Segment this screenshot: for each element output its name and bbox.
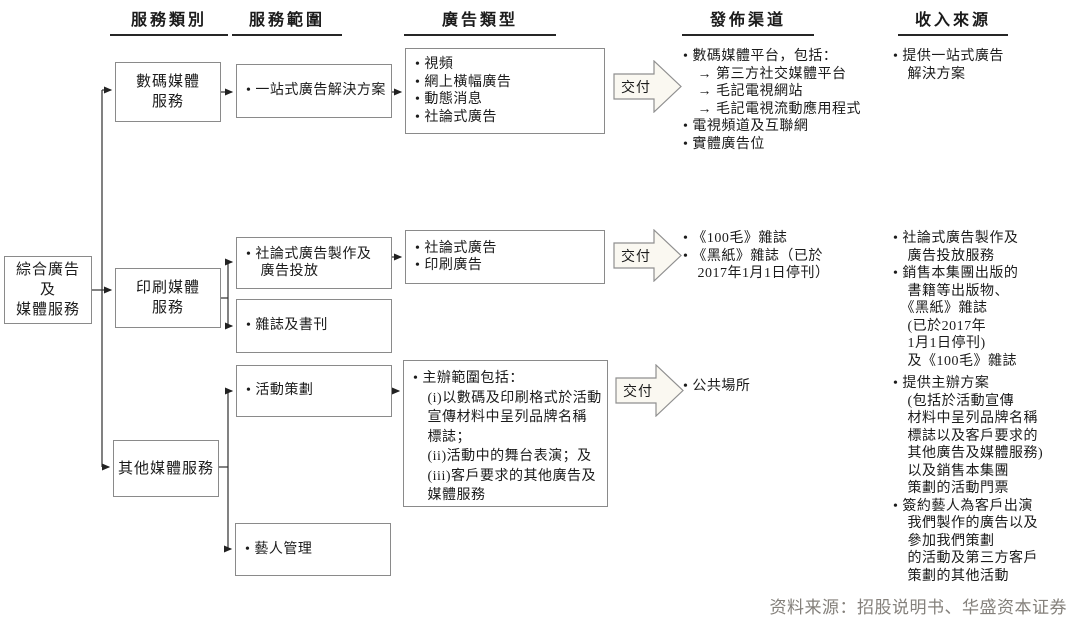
revenue-list-digital: • 提供一站式廣告 解決方案 xyxy=(893,49,1004,82)
column-header-revenue-source: 收入來源 xyxy=(898,6,1008,36)
scope-box-editorial-ad-production: • 社論式廣告製作及 廣告投放 xyxy=(236,237,392,289)
channel-list-events: • 公共場所 xyxy=(683,379,751,394)
source-note: 资料来源：招股说明书、华盛资本证券 xyxy=(769,598,1067,617)
category-box-print-media: 印刷媒體 服務 xyxy=(115,268,221,328)
deliver-arrow-events: 交付 xyxy=(615,363,685,418)
root-box-integrated-ad-media-services: 綜合廣告 及 媒體服務 xyxy=(4,256,92,324)
block-arrow-icon xyxy=(613,59,682,114)
column-header-service-scope: 服務範圍 xyxy=(232,6,342,36)
deliver-label: 交付 xyxy=(621,80,651,96)
revenue-list-print: • 社論式廣告製作及 廣告投放服務 • 銷售本集團出版的 書籍等出版物、 《黑紙… xyxy=(893,231,1019,369)
column-header-ad-type: 廣告類型 xyxy=(404,6,556,36)
adtype-box-events: • 主辦範圍包括： (i)以數碼及印刷格式於活動 宣傳材料中呈列品牌名稱 標誌；… xyxy=(403,360,608,507)
block-arrow-icon xyxy=(615,363,684,418)
block-arrow-icon xyxy=(613,228,682,283)
revenue-list-events: • 提供主辦方案 (包括於活動宣傳 材料中呈列品牌名稱 標誌以及客戶要求的 其他… xyxy=(893,376,1044,584)
adtype-box-print: • 社論式廣告 • 印刷廣告 xyxy=(405,230,605,284)
deliver-label: 交付 xyxy=(621,249,651,265)
deliver-label: 交付 xyxy=(623,384,653,400)
deliver-arrow-digital: 交付 xyxy=(613,59,683,114)
adtype-box-digital: • 視頻 • 網上橫幅廣告 • 動態消息 • 社論式廣告 xyxy=(405,48,605,134)
scope-box-artist-management: • 藝人管理 xyxy=(235,523,391,576)
scope-box-magazines-books: • 雜誌及書刊 xyxy=(236,299,392,353)
category-box-digital-media: 數碼媒體 服務 xyxy=(115,62,221,122)
channel-list-digital: • 數碼媒體平台，包括： → 第三方社交媒體平台 → 毛記電視網站 → 毛記電視… xyxy=(683,49,861,152)
scope-box-one-stop-solution: • 一站式廣告解決方案 xyxy=(236,64,392,118)
deliver-arrow-print: 交付 xyxy=(613,228,683,283)
channel-list-print: • 《100毛》雜誌 • 《黑紙》雜誌（已於 2017年1月1日停刊） xyxy=(683,231,830,281)
column-header-service-category: 服務類別 xyxy=(110,6,228,36)
column-header-distribution-channel: 發佈渠道 xyxy=(682,6,814,36)
category-box-other-media: 其他媒體服務 xyxy=(113,440,219,497)
scope-box-event-planning: • 活動策劃 xyxy=(236,365,392,417)
